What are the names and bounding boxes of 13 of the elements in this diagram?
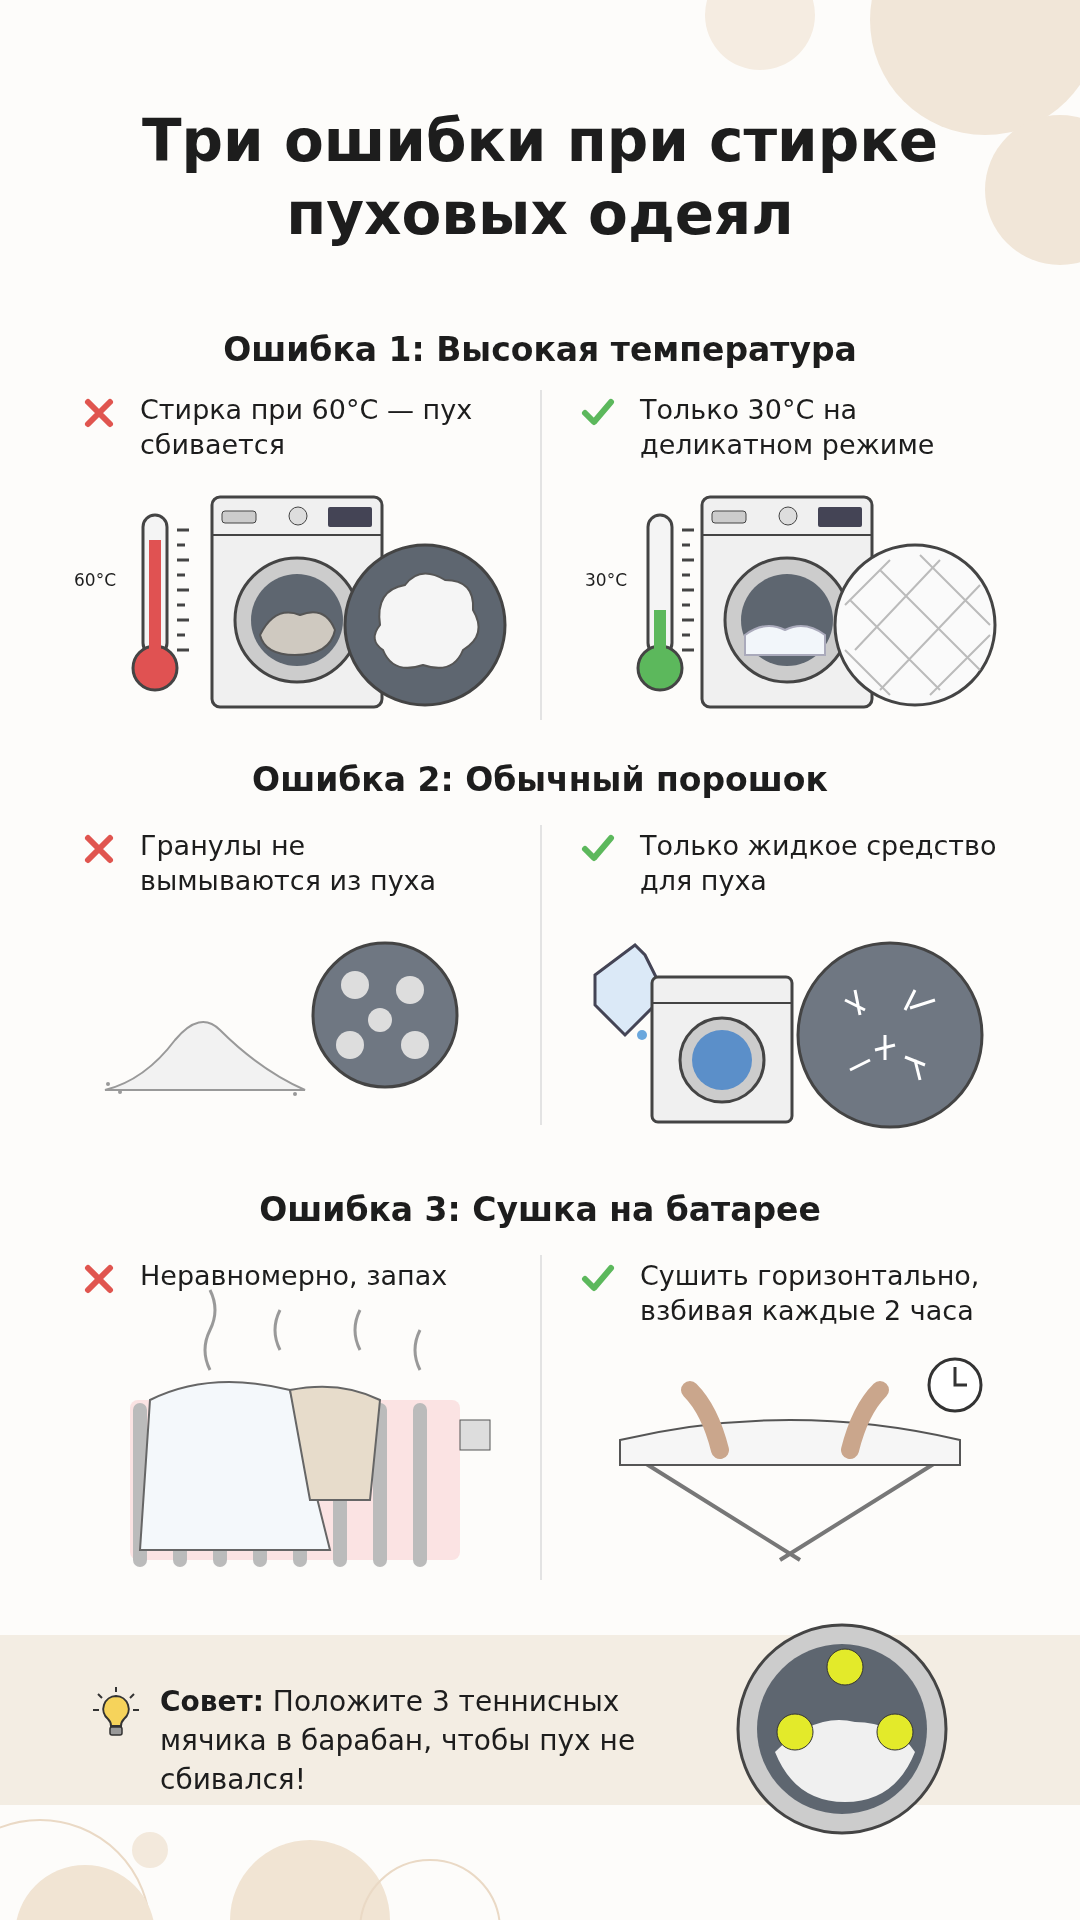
warning-text: Гранулы не вымываются из пуха xyxy=(140,829,438,899)
section-heading: Ошибка 3: Сушка на батарее xyxy=(258,1190,822,1229)
temperature-label: 60°C xyxy=(74,570,116,590)
advice-text: Сушить горизонтально, взбивая каждые 2 часа xyxy=(640,1259,981,1329)
advice-text: Только 30°С на деликатном режиме xyxy=(640,393,936,463)
advice-text: Только жидкое средство для пуха xyxy=(640,829,998,899)
warning-text: Неравномерно, запах xyxy=(140,1259,449,1293)
section-heading: Ошибка 1: Высокая температура xyxy=(222,330,858,369)
section-heading: Ошибка 2: Обычный порошок xyxy=(251,760,829,799)
tip-text: Совет: Положите 3 теннисных мячика в барабан, чтобы пух не сбивался! xyxy=(160,1684,637,1799)
temperature-label: 30°C xyxy=(585,570,627,590)
warning-text: Стирка при 60°С — пух сбивается xyxy=(140,393,474,463)
title: Три ошибки при стирке пуховых одеял xyxy=(141,106,939,250)
